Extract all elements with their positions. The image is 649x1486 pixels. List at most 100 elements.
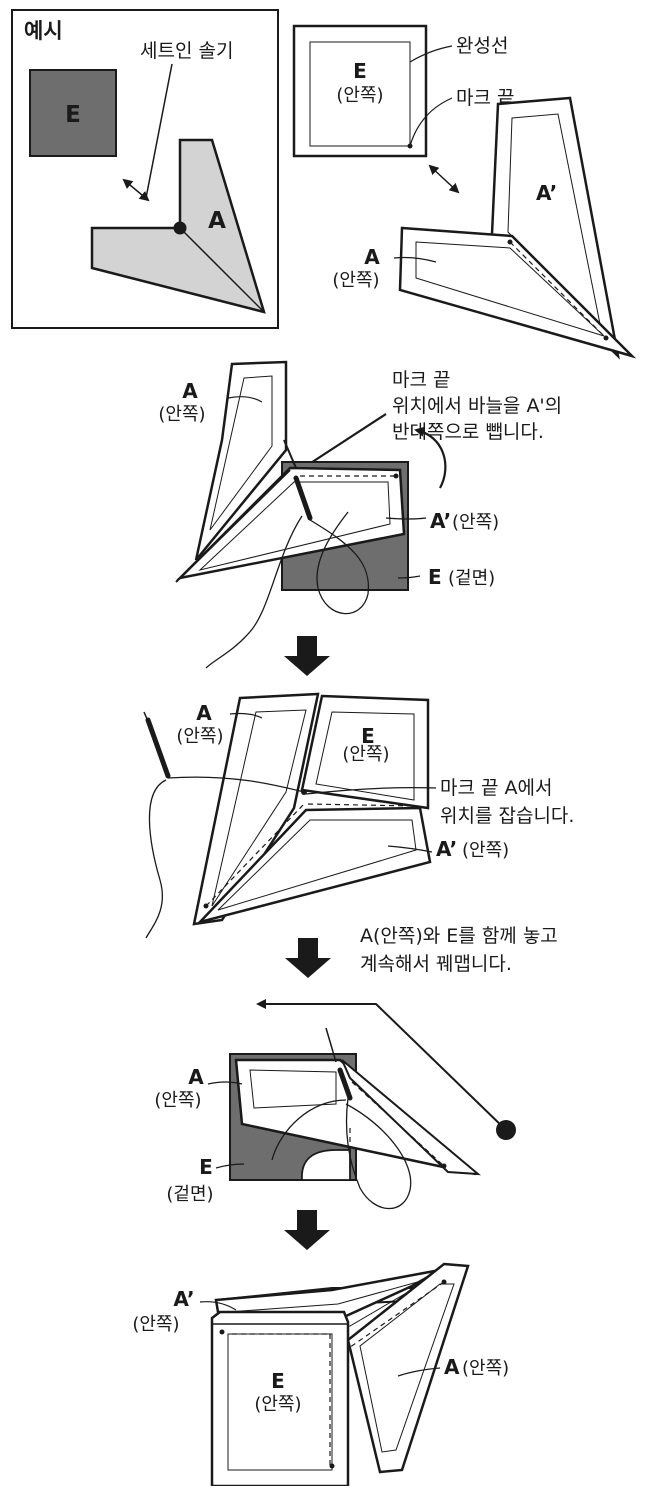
a-leader [393, 256, 437, 263]
e-finish-line [309, 41, 411, 147]
a-inner-step3 [211, 709, 307, 907]
piece-e-label: E [65, 102, 81, 128]
e-side-step5: (안쪽) [254, 1394, 301, 1415]
thread-tail-step3 [145, 779, 167, 939]
note-line-1: 마크 끝 [392, 369, 450, 391]
step3-illustration: A (안쪽) E (안쪽) 마크 끝 A에서 위치를 잡습니다. A’ (안쪽) [143, 692, 574, 939]
piece-e-square [29, 69, 117, 157]
seam-label: 세트인 솔기 [140, 40, 233, 62]
note-line-1-step3: 마크 끝 A에서 [440, 777, 552, 799]
a-prime-leader-step2 [385, 517, 427, 520]
mark-dot-step5c [329, 1463, 335, 1469]
a-prime-side-step2: (안쪽) [452, 512, 499, 533]
mark-dot-top [507, 239, 513, 245]
e-peek-step4 [301, 1149, 351, 1181]
note-line-2-step3: 위치를 잡습니다. [440, 805, 574, 827]
step5-illustration: E (안쪽) A’ (안쪽) A (안쪽) [132, 1262, 509, 1486]
a-leader-step4 [207, 1081, 243, 1085]
a-label-step3: A [196, 701, 212, 725]
mark-dot-step2 [393, 473, 399, 479]
stitch-line [509, 241, 607, 339]
a-prime-leader-step5 [199, 1301, 237, 1311]
e-label-step4: E [199, 1155, 213, 1179]
a-inner-step5 [359, 1283, 455, 1453]
needle-tip [283, 439, 297, 469]
e-square [292, 24, 428, 158]
a-inner-step4 [249, 1069, 337, 1109]
step4-illustration: A (안쪽) E (겉면) [154, 999, 516, 1210]
stitch-diag-step3 [205, 803, 305, 907]
a-inner [415, 241, 605, 337]
needle-tip-step4 [325, 1027, 337, 1063]
mark-dot-step5b [219, 1329, 225, 1335]
down-arrow-1 [284, 636, 330, 676]
a-side-step2: (안쪽) [158, 404, 205, 425]
thread [205, 515, 303, 669]
rotate-arrow [256, 999, 507, 1131]
example-panel: 예시 세트인 솔기 E A [11, 9, 279, 329]
needle [293, 475, 313, 521]
arrow-note-line-2: 계속해서 꿰맵니다. [360, 953, 512, 975]
piece-a-label: A [208, 208, 226, 234]
note-arrow [298, 413, 387, 472]
mark-dot-step4 [441, 1163, 447, 1169]
gap-double-arrow-2 [428, 164, 460, 194]
e-leader-step4 [215, 1163, 245, 1169]
thread-step3 [167, 776, 305, 793]
a-prime-label-step3: A’ [436, 837, 457, 861]
a-prime-label: A’ [536, 181, 557, 205]
piece-e-step5 [210, 1310, 350, 1486]
e-label-step2: E [428, 565, 442, 589]
stitch-diag-step4 [351, 1081, 445, 1167]
a-side-step4: (안쪽) [154, 1090, 201, 1111]
rotate-arrow-dot [496, 1120, 516, 1140]
note-line-2: 위치에서 바늘을 A'의 [392, 395, 562, 417]
a-leader-step2 [227, 396, 263, 403]
a-label-step2: A [182, 379, 198, 403]
stitch-diag-step5 [345, 1281, 445, 1351]
down-arrow-2 [285, 938, 331, 978]
finish-line-label: 완성선 [456, 35, 508, 57]
a-prime-inner-step3 [217, 819, 417, 911]
note-leader-step3 [305, 787, 437, 795]
a-prime-label-step5: A’ [173, 1287, 194, 1311]
example-title: 예시 [24, 19, 63, 43]
a-label-step4: A [188, 1065, 204, 1089]
note-line-3: 반대쪽으로 뺍니다. [392, 421, 544, 443]
mark-dot-bottom [603, 335, 609, 341]
piece-a-prime-step3 [196, 806, 432, 925]
piece-a-folded [194, 360, 288, 561]
step1-illustration: E (안쪽) 완성선 마크 끝 A’ A (안쪽) [292, 24, 637, 360]
e-label: E [353, 59, 367, 83]
piece-a-seam [179, 227, 265, 313]
thread-loop-step4 [271, 1099, 347, 1161]
needle-step4 [337, 1067, 353, 1101]
thread-step4 [345, 1097, 412, 1210]
needle-tip-step3 [143, 711, 151, 727]
step2-illustration: 마크 끝 위치에서 바늘을 A'의 반대쪽으로 뺍니다. A (안쪽) A’ (… [158, 360, 562, 669]
e-label-step5: E [271, 1369, 285, 1393]
a-prime-label-step2: A’ [430, 509, 451, 533]
e-side-step4: (겉면) [166, 1184, 213, 1205]
fold-edge [175, 469, 291, 583]
down-arrow-3 [284, 1210, 330, 1250]
thread-loop [309, 511, 370, 615]
pull-through-arrow [414, 426, 447, 489]
mark-dot-step3a [203, 903, 209, 909]
a-prime-leader-step3 [387, 845, 433, 853]
needle-step3 [145, 717, 171, 779]
e-leader-step2 [397, 575, 421, 579]
a-side-step5: (안쪽) [462, 1358, 509, 1379]
e-side-step3: (안쪽) [342, 744, 389, 765]
e-inner-step3 [315, 711, 415, 801]
piece-a-prime [490, 96, 620, 360]
a-prime-side-step5: (안쪽) [132, 1314, 179, 1335]
piece-e-step3 [300, 694, 430, 810]
seam-leader [145, 63, 173, 199]
e-label-step3: E [361, 724, 375, 748]
mark-end-leader [409, 97, 453, 147]
a-fold-step4 [341, 1059, 481, 1176]
a-leader-step3 [229, 712, 263, 719]
mark-dot [173, 221, 187, 235]
gap-double-arrow [122, 178, 150, 202]
